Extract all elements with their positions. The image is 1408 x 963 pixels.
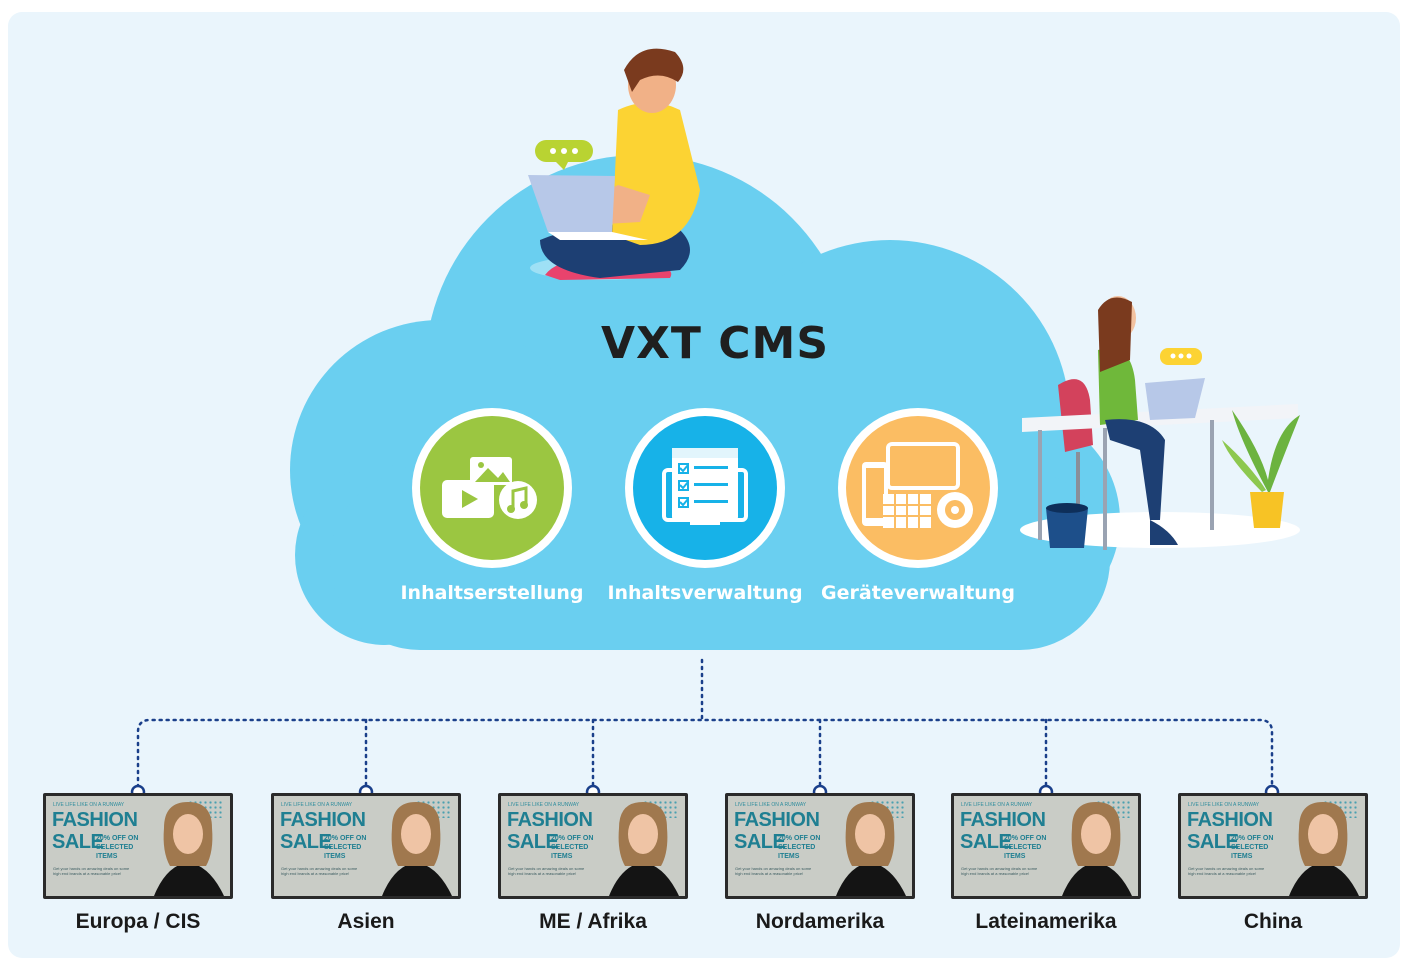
ad-headline-sale: SALE (960, 831, 1012, 853)
display-screen-europe: LIVE LIFE LIKE ON A RUNWAY FASHION SALE … (43, 793, 233, 899)
display-screen-china: LIVE LIFE LIKE ON A RUNWAY FASHION SALE … (1178, 793, 1368, 899)
display-screen-me-africa: LIVE LIFE LIKE ON A RUNWAY FASHION SALE … (498, 793, 688, 899)
ad-headline-sale: SALE (280, 831, 332, 853)
feature-label-content-management: Inhaltsverwaltung (607, 582, 803, 604)
ad-headline: FASHION (1187, 809, 1273, 831)
ad-headline: FASHION (507, 809, 593, 831)
region-label-asia: Asien (337, 910, 395, 933)
ad-fine-print: Get your hands on amazing deals on some … (508, 866, 585, 876)
ad-headline: FASHION (52, 809, 138, 831)
ad-tagline: LIVE LIFE LIKE ON A RUNWAY (281, 802, 353, 808)
man-with-laptop-illustration (528, 48, 700, 280)
ad-headline: FASHION (960, 809, 1046, 831)
region-label-north-america: Nordamerika (755, 910, 885, 933)
devices-settings-icon (862, 442, 973, 528)
display-screen-latin-america: LIVE LIFE LIKE ON A RUNWAY FASHION SALE … (951, 793, 1141, 899)
ad-tagline: LIVE LIFE LIKE ON A RUNWAY (735, 802, 807, 808)
ad-fine-print: Get your hands on amazing deals on some … (53, 866, 130, 876)
ad-fine-print: Get your hands on amazing deals on some … (1188, 866, 1265, 876)
model-portrait (1289, 802, 1359, 896)
ad-tagline: LIVE LIFE LIKE ON A RUNWAY (1188, 802, 1260, 808)
display-screen-north-america: LIVE LIFE LIKE ON A RUNWAY FASHION SALE … (725, 793, 915, 899)
ad-offer: 20% OFF ON SELECTED ITEMS (324, 835, 367, 860)
ad-headline-sale: SALE (1187, 831, 1239, 853)
region-label-china: China (1243, 910, 1303, 933)
ad-headline-sale: SALE (507, 831, 559, 853)
ad-fine-print: Get your hands on amazing deals on some … (961, 866, 1038, 876)
model-portrait (836, 802, 906, 896)
ad-tagline: LIVE LIFE LIKE ON A RUNWAY (508, 802, 580, 808)
ad-offer: 20% OFF ON SELECTED ITEMS (551, 835, 594, 860)
ad-headline: FASHION (734, 809, 820, 831)
ad-offer: 20% OFF ON SELECTED ITEMS (1231, 835, 1274, 860)
ad-fine-print: Get your hands on amazing deals on some … (281, 866, 358, 876)
ad-headline: FASHION (280, 809, 366, 831)
connector-lines (136, 658, 1274, 789)
feature-label-device-management: Geräteverwaltung (821, 582, 1015, 604)
model-portrait (1062, 802, 1132, 896)
ad-offer: 20% OFF ON SELECTED ITEMS (96, 835, 139, 860)
feature-label-content-creation: Inhaltserstellung (400, 582, 584, 604)
checklist-monitor-icon (662, 448, 748, 525)
woman-at-desk-illustration (1020, 296, 1300, 550)
region-label-latin-america: Lateinamerika (975, 910, 1117, 933)
region-label-europe-cis: Europa / CIS (75, 910, 201, 933)
ad-fine-print: Get your hands on amazing deals on some … (735, 866, 812, 876)
cloud-title: VXT CMS (600, 318, 830, 369)
media-content-icon (442, 457, 537, 519)
display-screen-asia: LIVE LIFE LIKE ON A RUNWAY FASHION SALE … (271, 793, 461, 899)
model-portrait (154, 802, 224, 896)
ad-offer: 20% OFF ON SELECTED ITEMS (778, 835, 821, 860)
ad-tagline: LIVE LIFE LIKE ON A RUNWAY (53, 802, 125, 808)
ad-headline-sale: SALE (734, 831, 786, 853)
ad-offer: 20% OFF ON SELECTED ITEMS (1004, 835, 1047, 860)
ad-tagline: LIVE LIFE LIKE ON A RUNWAY (961, 802, 1033, 808)
ad-headline-sale: SALE (52, 831, 104, 853)
model-portrait (382, 802, 452, 896)
region-label-me-africa: ME / Afrika (539, 910, 647, 933)
model-portrait (609, 802, 679, 896)
cloud-shape (290, 155, 1120, 650)
